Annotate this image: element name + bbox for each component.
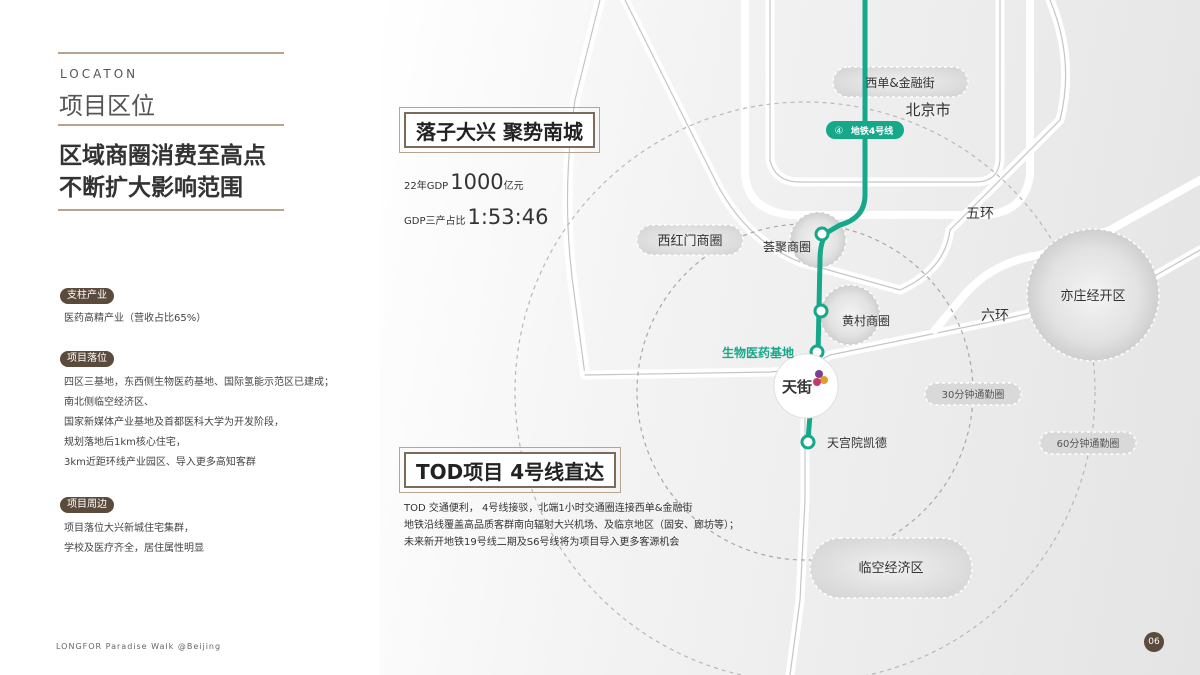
label-metro-4: 地铁4号线 — [851, 125, 893, 137]
label-station-tiangong: 天宫院凯德 — [827, 435, 887, 450]
footer-brand: LONGFOR Paradise Walk @Beijing — [56, 642, 222, 651]
text-line: 南北侧临空经济区、 — [64, 397, 154, 408]
tod-line: 未来新开地铁19号线二期及S6号线将为项目导入更多客源机会 — [404, 537, 680, 548]
district-bubble-huangcun — [819, 284, 881, 346]
text-line: 3km近距环线产业园区、导入更多高知客群 — [64, 457, 256, 468]
headline: 区域商圈消费至高点 不断扩大影响范围 — [59, 140, 266, 204]
tag-project-position: 项目落位 — [60, 351, 114, 367]
text-line: 学校及医疗齐全，居住属性明显 — [64, 543, 204, 554]
text-line: 医药高精产业（营收占比65%） — [64, 313, 207, 324]
gdp-value: 1000 — [450, 170, 504, 194]
page-title: 项目区位 — [59, 92, 155, 120]
commute-pill-60 — [1039, 431, 1137, 455]
title-divider — [58, 124, 284, 126]
label-huangcun: 黄村商圈 — [842, 313, 890, 328]
gdp-prefix: 22年GDP — [404, 181, 449, 192]
metro-station-huiju — [814, 226, 830, 242]
label-commute-60: 60分钟通勤圈 — [1057, 437, 1120, 450]
ring-road-inner-edge — [769, 0, 1001, 183]
top-divider — [58, 52, 284, 54]
text-project-surroundings: 项目落位大兴新城住宅集群， 学校及医疗齐全，居住属性明显 — [64, 519, 204, 559]
project-logo-text: 天街 — [782, 378, 812, 396]
project-logo-disc — [773, 353, 839, 419]
label-beijing: 北京市 — [905, 101, 950, 119]
tag-project-surroundings: 项目周边 — [60, 497, 114, 513]
label-huiju: 荟聚商圈 — [763, 239, 811, 254]
metro-station-tiangong — [800, 434, 816, 450]
metro-circle-symbol: ④ — [835, 126, 844, 137]
label-linkong: 临空经济区 — [858, 561, 923, 576]
gdp-unit: 亿元 — [503, 181, 524, 192]
highlight-box-tod: TOD项目 4号线直达 — [398, 447, 622, 493]
ring-road-fifth-edge — [624, 0, 1067, 291]
tod-description: TOD 交通便利， 4号线接驳，北端1小时交通圈连接西单&金融街 地铁沿线覆盖高… — [404, 500, 739, 551]
label-xidan: 西单&金融街 — [865, 75, 934, 90]
highlight-box-nanjing: 落子大兴 聚势南城 — [399, 107, 600, 153]
headline-line-1: 区域商圈消费至高点 — [59, 143, 266, 169]
text-line: 国家新媒体产业基地及首都医科大学为开发阶段， — [64, 417, 284, 428]
ratio-value: 1:53:46 — [467, 205, 549, 229]
ring-road-second — [741, 0, 1034, 219]
district-pill-linkong — [809, 537, 973, 599]
road-east — [931, 176, 1200, 334]
text-line: 项目落位大兴新城住宅集群， — [64, 523, 194, 534]
label-xihongmen: 西红门商圈 — [657, 233, 722, 249]
ratio-prefix: GDP三产占比 — [404, 216, 466, 227]
ratio-line: GDP三产占比1:53:46 — [404, 205, 548, 229]
label-ring-6: 六环 — [981, 308, 1009, 324]
metro-label-pill — [826, 121, 904, 139]
district-pill-xihongmen — [636, 224, 744, 256]
headline-divider — [58, 209, 284, 211]
page-number: 06 — [1144, 632, 1164, 652]
tod-line: 地铁沿线覆盖高品质客群南向辐射大兴机场、及临京地区（固安、廊坊等）； — [404, 520, 739, 531]
text-pillar-industry: 医药高精产业（营收占比65%） — [64, 309, 206, 329]
section-eyebrow: LOCATON — [60, 67, 139, 81]
headline-line-2: 不断扩大影响范围 — [59, 175, 243, 201]
text-line: 四区三基地，东西侧生物医药基地、国际氢能示范区已建成； — [64, 377, 334, 388]
tag-pillar-industry: 支柱产业 — [60, 288, 114, 304]
label-ring-5: 五环 — [966, 206, 994, 222]
metro-station-huangcun — [813, 303, 829, 319]
text-project-position: 四区三基地，东西侧生物医药基地、国际氢能示范区已建成； 南北侧临空经济区、 国家… — [64, 373, 334, 473]
label-yizhuang: 亦庄经开区 — [1060, 288, 1125, 304]
tod-line: TOD 交通便利， 4号线接驳，北端1小时交通圈连接西单&金融街 — [404, 503, 693, 514]
commute-circle-60 — [514, 101, 1096, 675]
ring-road-sixth — [562, 0, 605, 380]
text-line: 规划落地后1km核心住宅， — [64, 437, 186, 448]
commute-pill-30 — [924, 382, 1022, 406]
district-bubble-yizhuang — [1026, 228, 1160, 362]
project-logo-flower-icon — [813, 370, 828, 386]
gdp-line: 22年GDP1000亿元 — [404, 170, 524, 194]
label-commute-30: 30分钟通勤圈 — [942, 388, 1005, 401]
road-south — [785, 375, 810, 675]
label-station-biomed: 生物医药基地 — [722, 345, 794, 360]
